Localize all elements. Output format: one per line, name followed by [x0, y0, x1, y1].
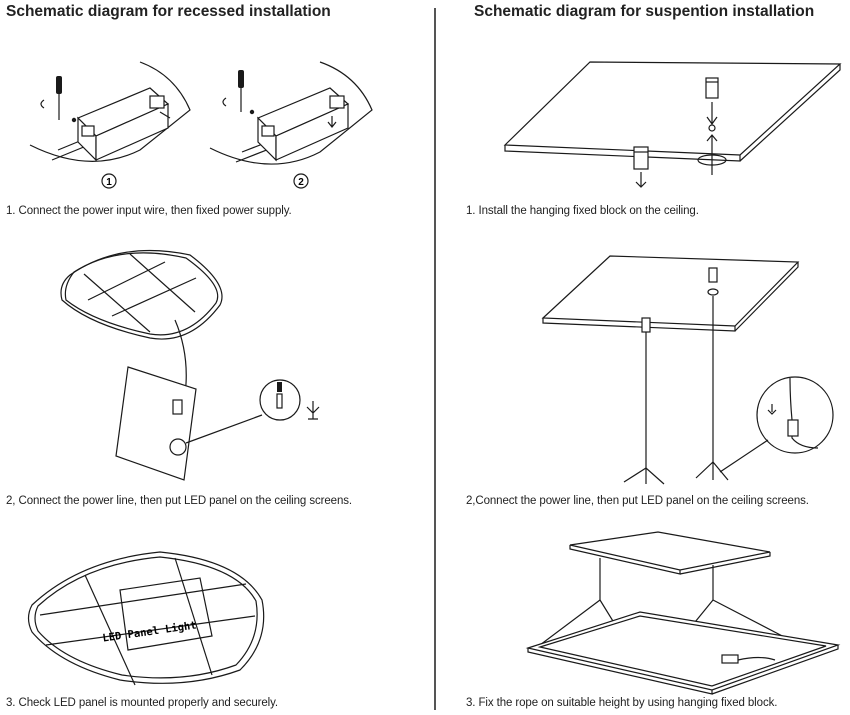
suspension-step-1: 1. Install the hanging fixed block on th…	[466, 205, 699, 217]
suspension-step-2: 2,Connect the power line, then put LED p…	[466, 495, 809, 507]
mounted-panel-illustration	[27, 551, 265, 686]
ceiling-blocks-illustration	[503, 61, 842, 188]
hanging-wires-illustration	[541, 255, 834, 485]
recessed-step-1: 1. Connect the power input wire, then fi…	[6, 205, 292, 217]
recessed-title: Schematic diagram for recessed installat…	[6, 3, 331, 20]
suspension-step-3: 3. Fix the rope on suitable height by us…	[466, 697, 778, 709]
driver-illustration-b	[209, 61, 373, 189]
ceiling-grid-illustration	[60, 249, 320, 481]
driver-illustration-a	[29, 61, 191, 189]
step-badge-2: 2	[298, 177, 304, 188]
step-badge-1: 1	[106, 177, 112, 188]
column-divider	[434, 8, 436, 710]
suspended-panel-illustration	[525, 531, 841, 695]
recessed-step-3: 3. Check LED panel is mounted properly a…	[6, 697, 279, 709]
recessed-step-2: 2, Connect the power line, then put LED …	[6, 495, 352, 507]
suspension-title: Schematic diagram for suspention install…	[474, 3, 815, 20]
